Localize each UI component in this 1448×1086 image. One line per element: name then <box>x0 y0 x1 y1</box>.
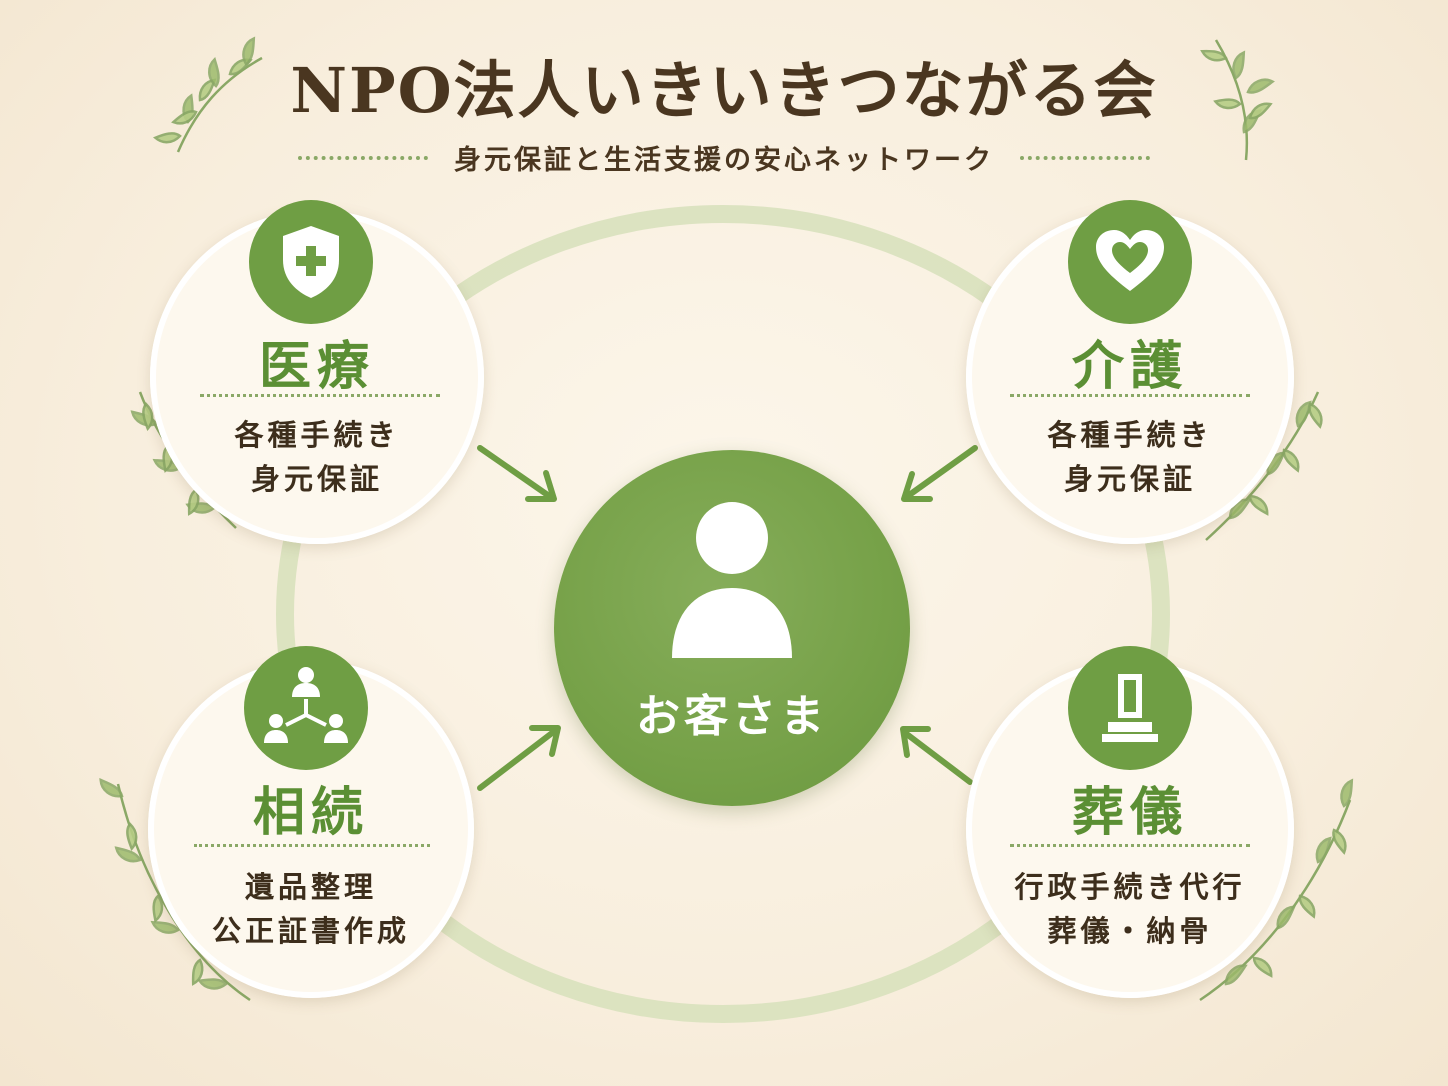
arrow-funeral-to-center <box>900 726 973 785</box>
card-funeral-line-2: 葬儀・納骨 <box>1047 914 1213 948</box>
card-medical-line-1: 各種手続き <box>234 418 400 452</box>
leaf-sprig-title-right <box>1199 39 1276 161</box>
card-medical-divider <box>200 394 440 397</box>
arrow-medical-to-center <box>477 445 557 502</box>
card-medical-line-2: 身元保証 <box>250 462 383 496</box>
card-inheritance-line-2: 公正証書作成 <box>211 914 410 948</box>
card-funeral-line-1: 行政手続き代行 <box>1014 870 1246 904</box>
card-inheritance-label: 相続 <box>252 783 369 843</box>
card-care-label: 介護 <box>1071 337 1188 397</box>
page-subtitle: 身元保証と生活支援の安心ネットワーク <box>454 145 994 176</box>
card-funeral: 葬儀 行政手続き代行 葬儀・納骨 <box>966 646 1294 998</box>
center-customer: お客さま <box>554 450 910 806</box>
leaf-sprig-title-left <box>153 35 263 153</box>
card-care-divider <box>1010 394 1250 397</box>
card-care-line-2: 身元保証 <box>1063 462 1196 496</box>
card-medical: 医療 各種手続き 身元保証 <box>150 200 484 544</box>
subtitle-row: 身元保証と生活支援の安心ネットワーク <box>0 138 1448 177</box>
arrow-inheritance-to-center <box>477 725 561 791</box>
card-care-line-1: 各種手続き <box>1047 418 1213 452</box>
arrow-care-to-center <box>901 445 978 502</box>
grave-icon <box>1068 646 1192 770</box>
card-care: 介護 各種手続き 身元保証 <box>966 200 1294 544</box>
center-label: お客さま <box>636 691 828 742</box>
leaf-sprig-care <box>1205 391 1324 541</box>
card-inheritance: 相続 遺品整理 公正証書作成 <box>148 646 474 998</box>
dotted-divider-right <box>1020 155 1150 160</box>
card-medical-label: 医療 <box>258 337 375 397</box>
page-title: NPO法人いきいきつながる会 <box>290 54 1158 127</box>
network-ring <box>276 205 1170 1023</box>
heart-icon <box>1068 200 1192 324</box>
card-funeral-divider <box>1010 844 1250 847</box>
dotted-divider-left <box>298 155 428 160</box>
people-network-icon <box>244 646 368 770</box>
card-funeral-label: 葬儀 <box>1071 783 1188 843</box>
card-inheritance-line-1: 遺品整理 <box>244 870 377 904</box>
shield-plus-icon <box>249 200 373 324</box>
person-icon <box>672 502 792 658</box>
card-inheritance-divider <box>194 844 430 847</box>
leaf-sprig-funeral <box>1199 777 1360 1002</box>
